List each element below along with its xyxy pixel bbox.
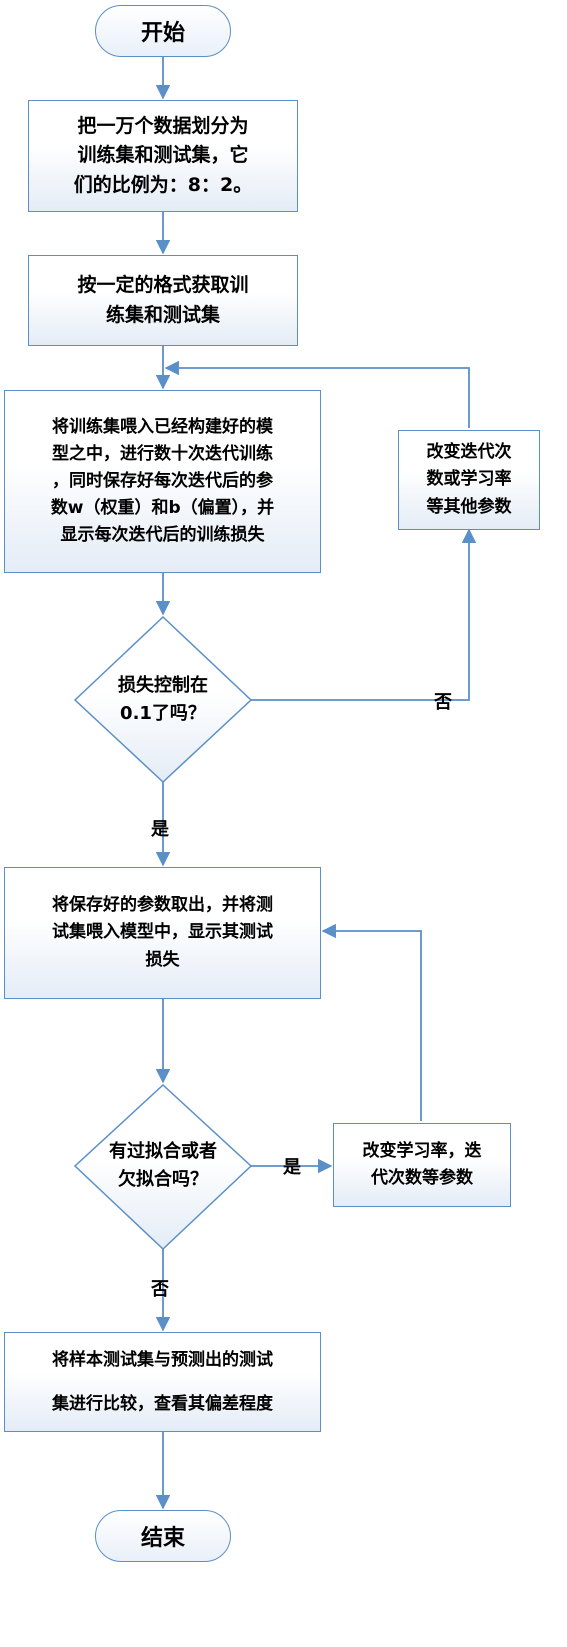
change-params-2-line-2: 代次数等参数: [371, 1168, 473, 1188]
fit-check-line-2: 欠拟合吗？: [118, 1169, 208, 1190]
loss-check-diamond: [73, 615, 253, 784]
get-sets-line-1: 按一定的格式获取训: [77, 274, 249, 297]
split-data-line-3: 们的比例为：8：2。: [73, 173, 253, 196]
change-params-box-1: 改变迭代次 数或学习率 等其他参数: [398, 430, 540, 530]
train-line-2: 型之中，进行数十次迭代训练: [52, 443, 273, 464]
get-sets-box: 按一定的格式获取训 练集和测试集: [28, 255, 298, 346]
loss-check-line-1: 损失控制在: [118, 675, 208, 697]
end-terminal: 结束: [95, 1510, 231, 1562]
train-line-4: 数w（权重）和b（偏置），并: [50, 498, 275, 519]
train-line-1: 将训练集喂入已经构建好的模: [52, 416, 273, 437]
test-line-1: 将保存好的参数取出，并将测: [52, 895, 273, 916]
fit-check-no-label: 否: [151, 1279, 169, 1300]
change-params-1-line-1: 改变迭代次: [426, 442, 512, 463]
get-sets-line-2: 练集和测试集: [105, 303, 220, 326]
compare-line-2: 集进行比较，查看其偏差程度: [52, 1394, 273, 1414]
start-terminal: 开始: [95, 5, 231, 57]
arrow-change2-to-test-loop: [321, 923, 422, 1121]
loss-check-no-label: 否: [434, 692, 452, 713]
change-params-1-line-3: 等其他参数: [426, 496, 512, 517]
start-label: 开始: [140, 21, 185, 46]
train-box: 将训练集喂入已经构建好的模 型之中，进行数十次迭代训练 ，同时保存好每次迭代后的…: [4, 390, 321, 573]
arrow-losscheck-no-to-change1: [251, 528, 477, 701]
split-data-line-2: 训练集和测试集，它: [77, 144, 249, 167]
loss-check-text: 损失控制在 0.1了吗？: [95, 665, 231, 735]
split-data-line-1: 把一万个数据划分为: [77, 114, 249, 137]
train-line-3: ，同时保存好每次迭代后的参: [52, 470, 273, 491]
train-line-5: 显示每次迭代后的训练损失: [60, 525, 265, 546]
test-line-3: 损失: [145, 949, 180, 970]
test-box: 将保存好的参数取出，并将测 试集喂入模型中，显示其测试 损失: [4, 867, 321, 999]
compare-box: 将样本测试集与预测出的测试 集进行比较，查看其偏差程度: [4, 1332, 321, 1432]
arrow-change1-to-train-loop: [164, 360, 470, 428]
compare-line-1: 将样本测试集与预测出的测试: [52, 1349, 273, 1370]
fit-check-text: 有过拟合或者 欠拟合吗？: [88, 1131, 238, 1201]
change-params-1-line-2: 数或学习率: [426, 469, 512, 490]
split-data-box: 把一万个数据划分为 训练集和测试集，它 们的比例为：8：2。: [28, 100, 298, 212]
fit-check-diamond: [73, 1083, 253, 1251]
change-params-box-2: 改变学习率，迭 代次数等参数: [333, 1123, 511, 1207]
end-label: 结束: [140, 1526, 185, 1551]
loss-check-line-2: 0.1了吗？: [120, 703, 206, 724]
fit-check-yes-label: 是: [283, 1157, 301, 1178]
change-params-2-line-1: 改变学习率，迭: [362, 1140, 482, 1161]
test-line-2: 试集喂入模型中，显示其测试: [52, 922, 273, 943]
fit-check-line-1: 有过拟合或者: [109, 1141, 217, 1163]
loss-check-yes-label: 是: [151, 819, 169, 840]
